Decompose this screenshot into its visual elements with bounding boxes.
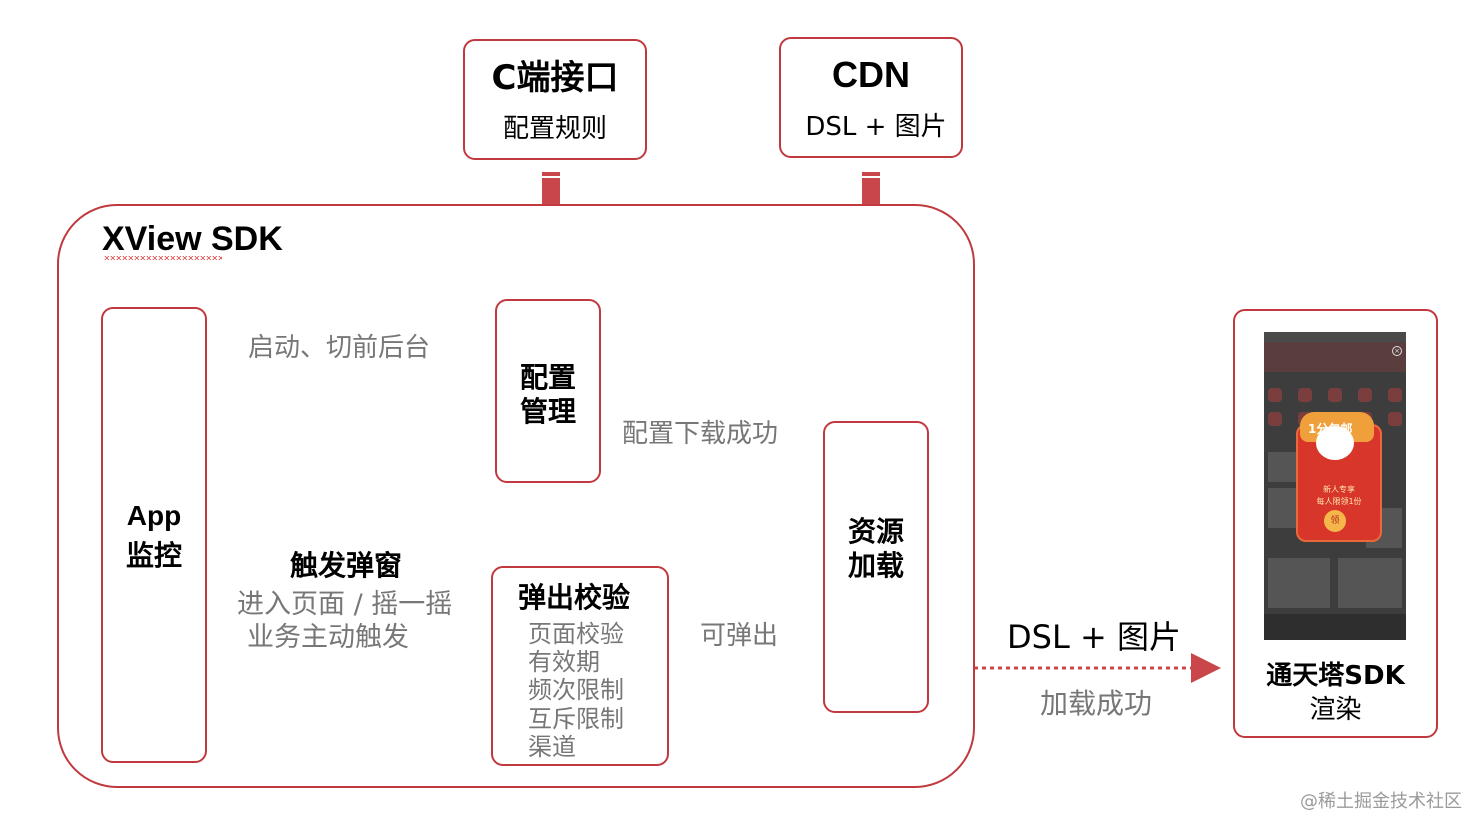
config-management-line2: 管理 (519, 395, 576, 428)
mascot-icon (1316, 426, 1354, 460)
popup-check-node (491, 566, 669, 766)
app-monitor-line1: App (126, 500, 182, 531)
c-interface-title: C端接口 (491, 58, 619, 98)
label-trigger-title: 触发弹窗 (290, 549, 403, 582)
phone-tile (1268, 488, 1298, 528)
c-interface-node (463, 39, 647, 160)
phone-status-bar (1264, 332, 1406, 342)
cdn-subtitle: DSL + 图片 (805, 112, 947, 142)
resource-load-line2: 加载 (847, 549, 904, 582)
config-management-node (495, 299, 601, 483)
config-management-line1: 配置 (519, 361, 576, 394)
label-startup: 启动、切前后台 (248, 333, 431, 363)
phone-tile (1268, 452, 1298, 482)
resource-load-node (823, 421, 929, 713)
app-monitor-line2: 监控 (125, 539, 182, 572)
sdk-title: XView SDK (102, 220, 283, 258)
cdn-title: CDN (832, 54, 910, 95)
phone-tile (1338, 558, 1402, 608)
promo-popup-line2: 每人限领1份 (1316, 497, 1362, 506)
cdn-node (779, 37, 963, 158)
tongtianta-line2: 渲染 (1309, 695, 1362, 725)
watermark: @稀土掘金技术社区 (1300, 791, 1462, 812)
tongtianta-line1: 通天塔SDK (1266, 661, 1405, 691)
promo-popup-title: 1分包邮 (1308, 422, 1353, 436)
promo-popup-line1: 新人专享 (1323, 485, 1355, 494)
close-icon: × (1392, 346, 1402, 356)
phone-nav-bar (1264, 614, 1406, 640)
check-item-frequency: 频次限制 (528, 676, 624, 704)
popup-check-title: 弹出校验 (518, 581, 631, 614)
label-load-success: 加载成功 (1040, 687, 1153, 720)
label-config-download: 配置下载成功 (622, 419, 779, 449)
phone-tile (1268, 558, 1330, 608)
c-interface-subtitle: 配置规则 (502, 114, 607, 144)
label-dsl-image: DSL + 图片 (1007, 618, 1181, 656)
check-item-mutex: 互斥限制 (528, 705, 624, 733)
phone-icon-row (1268, 388, 1402, 406)
resource-load-line1: 资源 (847, 515, 904, 548)
app-monitor-node (101, 307, 207, 763)
check-item-page: 页面校验 (528, 620, 624, 648)
check-item-channel: 渠道 (528, 733, 576, 761)
promo-popup-button: 领 (1324, 510, 1346, 532)
label-trigger-line1: 进入页面 / 摇一摇 (237, 589, 453, 620)
spellcheck-underline (104, 256, 222, 260)
phone-top-bar (1264, 342, 1406, 372)
label-trigger-line2: 业务主动触发 (247, 622, 409, 653)
check-item-validity: 有效期 (528, 648, 600, 676)
label-can-popup: 可弹出 (700, 621, 779, 651)
